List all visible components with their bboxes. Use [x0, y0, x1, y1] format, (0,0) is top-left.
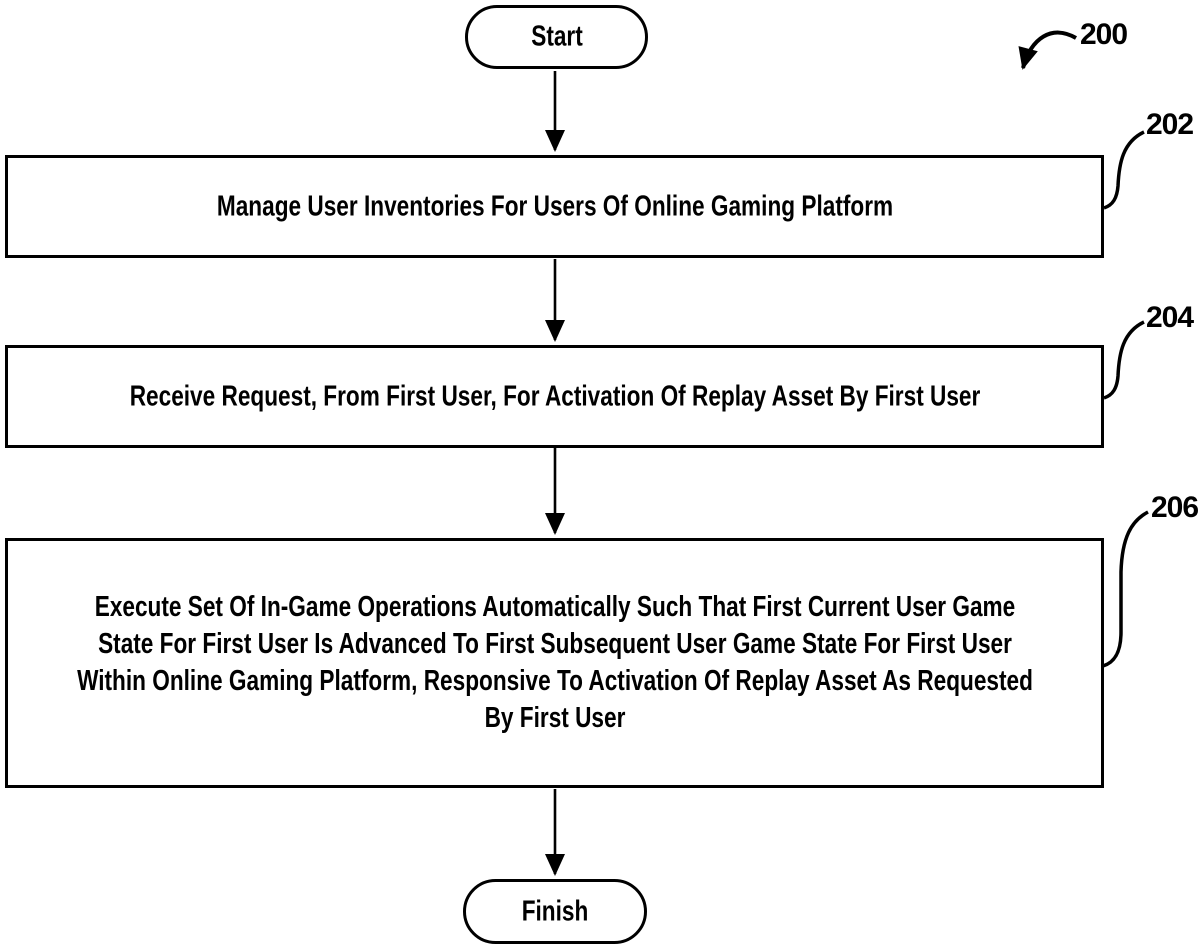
- step-204-ref-label: 204: [1146, 301, 1194, 334]
- start-label: Start: [530, 20, 583, 53]
- start-terminal: Start: [465, 5, 648, 69]
- leader-line-206: [1102, 510, 1149, 668]
- step-206-text: Execute Set Of In-Game Operations Automa…: [76, 591, 1033, 734]
- step-202-ref-label: 202: [1146, 108, 1194, 141]
- step-204-text: Receive Request, From First User, For Ac…: [129, 380, 980, 412]
- finish-terminal: Finish: [463, 879, 647, 944]
- step-204-box: Receive Request, From First User, For Ac…: [5, 345, 1104, 448]
- finish-label: Finish: [521, 895, 589, 927]
- step-206-box: Execute Set Of In-Game Operations Automa…: [5, 538, 1104, 788]
- step-206-ref-label: 206: [1151, 491, 1199, 524]
- step-202-box: Manage User Inventories For Users Of Onl…: [5, 155, 1104, 258]
- leader-line-204: [1103, 320, 1145, 400]
- figure-reference-arrow: [1018, 30, 1078, 70]
- figure-reference-label: 200: [1080, 18, 1128, 51]
- step-202-text: Manage User Inventories For Users Of Onl…: [216, 190, 893, 222]
- leader-line-202: [1103, 130, 1145, 210]
